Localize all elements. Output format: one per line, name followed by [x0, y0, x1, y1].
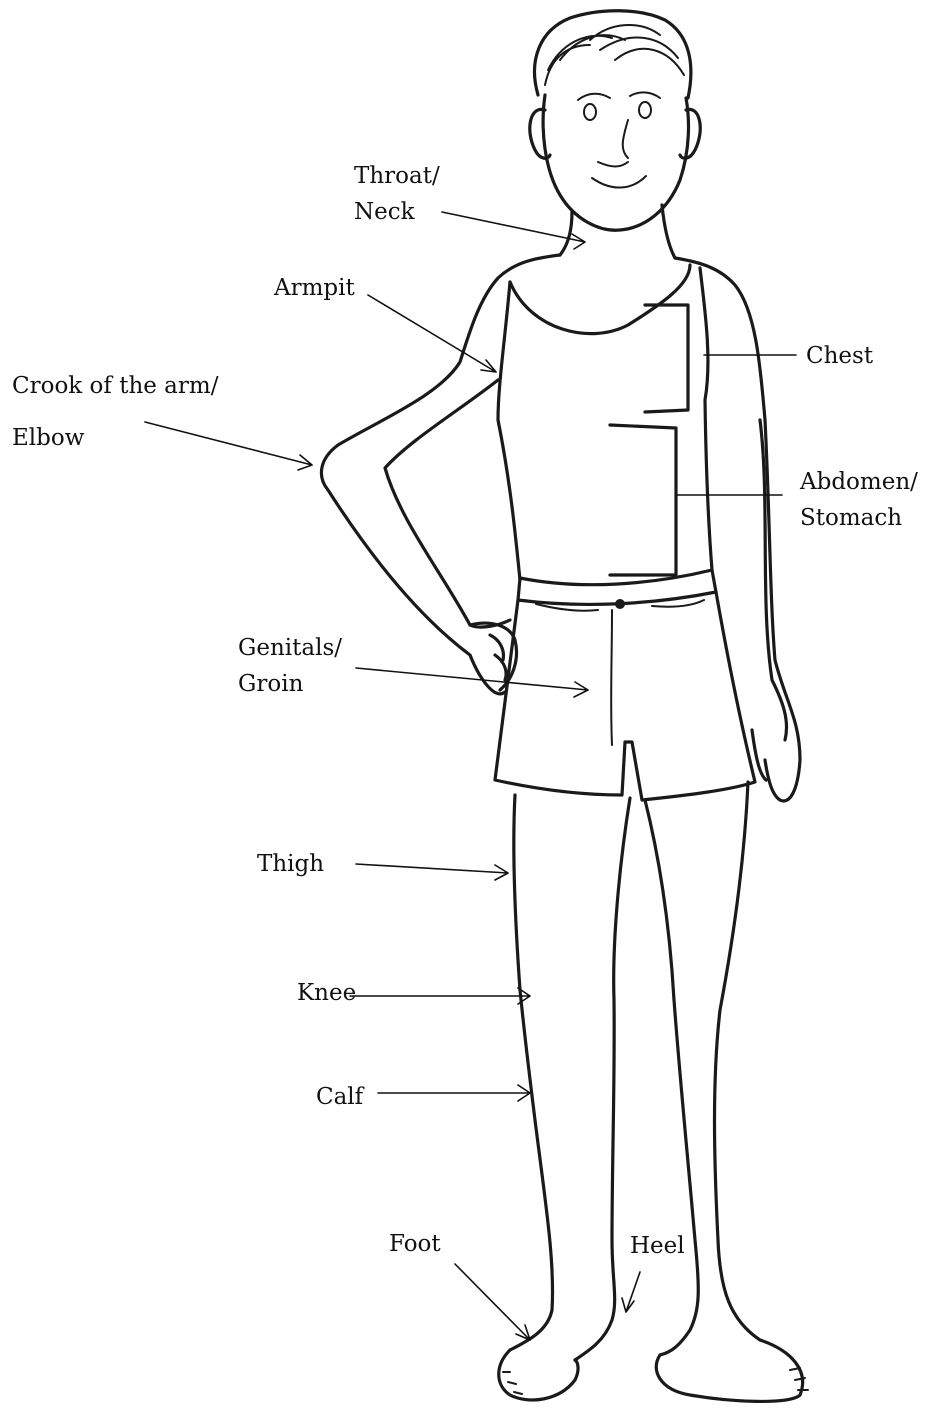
label-throat: Throat/ Neck — [354, 158, 440, 230]
calf-pointer — [378, 1085, 530, 1101]
label-elbow: Crook of the arm/ Elbow — [12, 360, 218, 464]
label-elbow-line1: Crook of the arm/ — [12, 360, 218, 412]
heel-pointer — [622, 1272, 640, 1312]
leader-lines — [145, 212, 796, 1340]
label-knee: Knee — [297, 975, 356, 1011]
label-groin-line1: Genitals/ — [238, 630, 342, 666]
label-armpit: Armpit — [274, 270, 355, 306]
label-throat-line2: Neck — [354, 194, 440, 230]
label-chest: Chest — [806, 338, 873, 374]
label-thigh: Thigh — [257, 846, 324, 882]
knee-pointer — [350, 988, 530, 1004]
label-groin: Genitals/ Groin — [238, 630, 342, 702]
label-calf: Calf — [316, 1079, 363, 1115]
label-foot: Foot — [389, 1226, 441, 1262]
label-elbow-line2: Elbow — [12, 412, 218, 464]
label-abdomen: Abdomen/ Stomach — [800, 464, 918, 536]
foot-pointer — [455, 1264, 530, 1340]
label-heel: Heel — [630, 1228, 685, 1264]
label-throat-line1: Throat/ — [354, 158, 440, 194]
thigh-pointer — [356, 864, 508, 880]
armpit-pointer — [368, 295, 496, 372]
groin-pointer — [356, 668, 588, 697]
label-groin-line2: Groin — [238, 666, 342, 702]
label-abdomen-line2: Stomach — [800, 500, 918, 536]
label-abdomen-line1: Abdomen/ — [800, 464, 918, 500]
throat-pointer — [442, 212, 585, 249]
